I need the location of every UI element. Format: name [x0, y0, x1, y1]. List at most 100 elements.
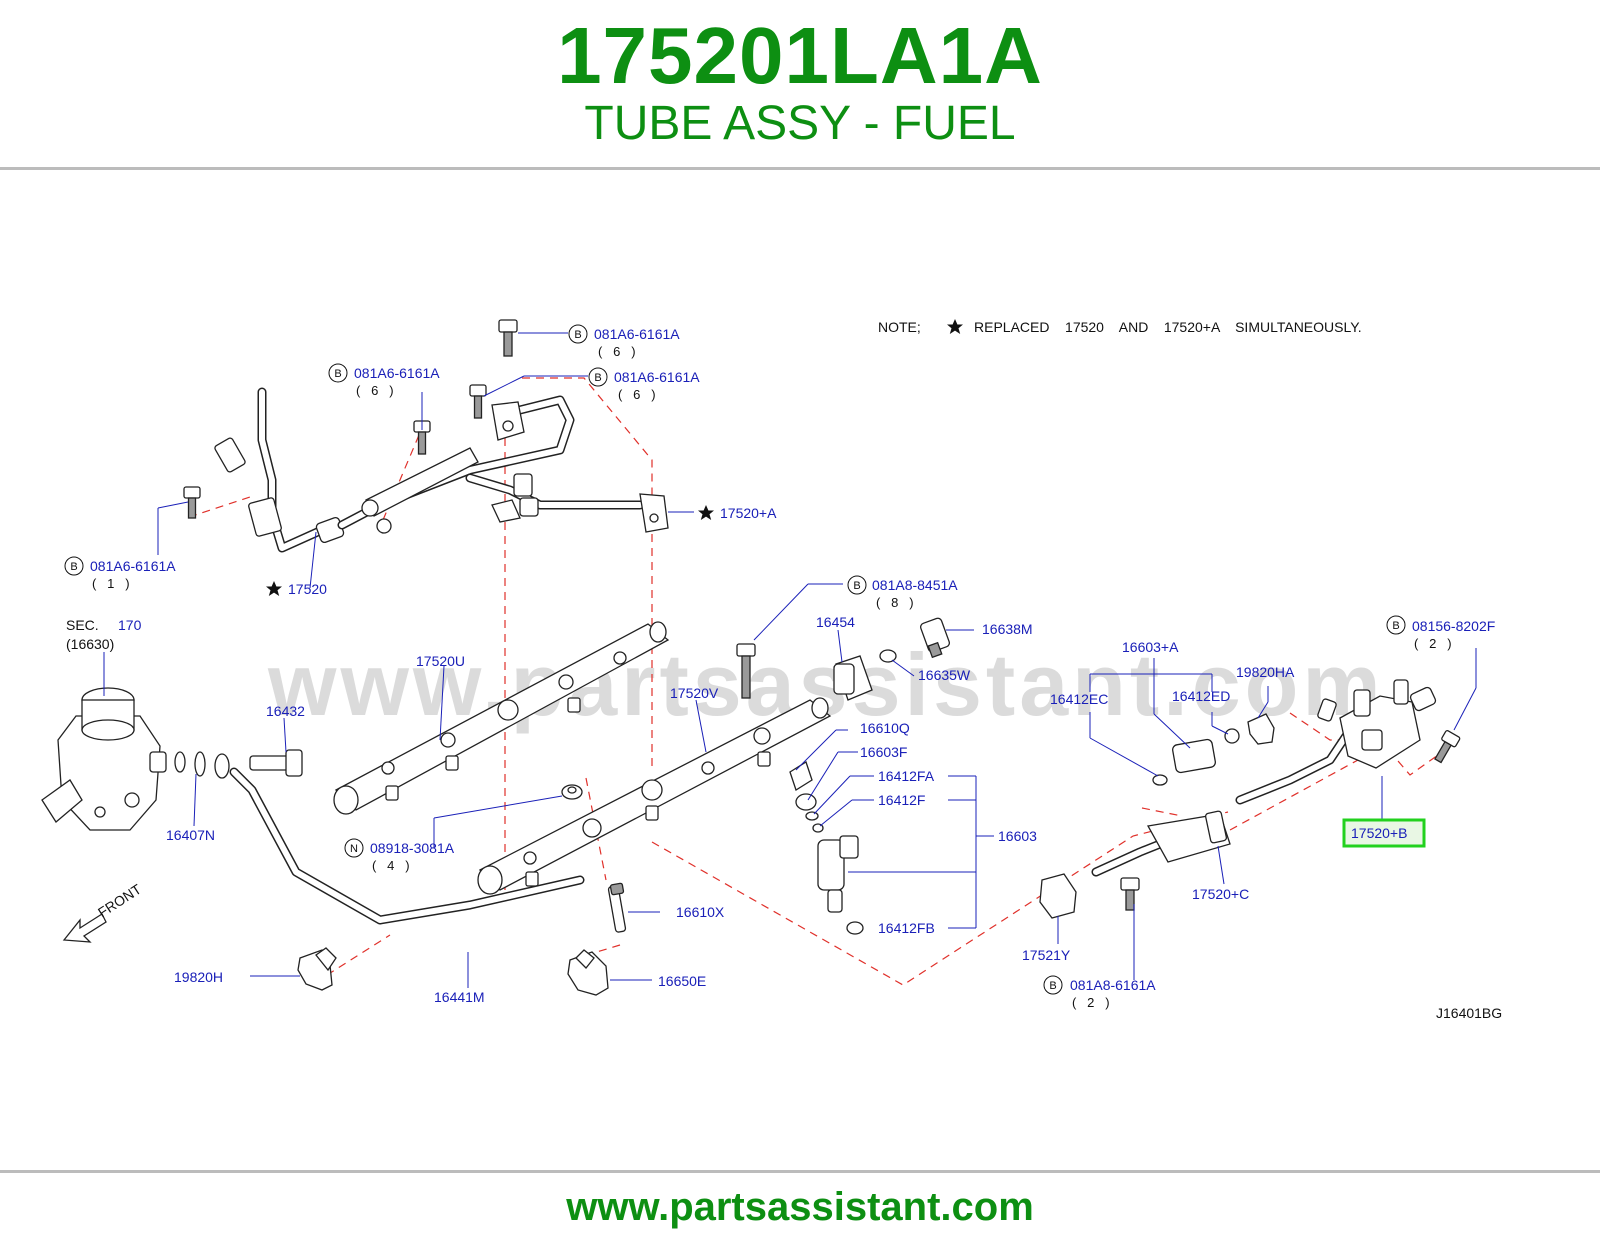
feed-tube-16441M[interactable] [229, 767, 585, 925]
part-label-081A6-left[interactable]: 081A6-6161A [354, 365, 440, 381]
bolt-icon-group-upper [183, 319, 518, 519]
front-arrow-icon: FRONT [62, 881, 145, 943]
front-label: FRONT [95, 881, 145, 921]
part-label-16412EC[interactable]: 16412EC [1050, 691, 1108, 707]
svg-text:B: B [1392, 620, 1399, 632]
part-label-17520C[interactable]: 17520+C [1192, 886, 1249, 902]
fuel-rail-17520V[interactable] [477, 697, 832, 895]
watermark-text: www.partsassistant.com [267, 635, 1385, 734]
bolt-icon [1434, 730, 1461, 764]
svg-text:B: B [594, 372, 601, 384]
part-label-081A8-6161A[interactable]: 081A8-6161A [1070, 977, 1156, 993]
part-label-17520B[interactable]: 17520+B [1351, 825, 1407, 841]
header-divider [0, 167, 1600, 170]
part-name-subtitle: TUBE ASSY - FUEL [584, 97, 1016, 150]
bolt-icon [498, 319, 518, 357]
upper-fuel-tube-17520[interactable] [214, 387, 669, 553]
bolt-icon [1120, 877, 1140, 911]
clip-16650E[interactable] [567, 949, 609, 996]
part-label-16603A[interactable]: 16603+A [1122, 639, 1179, 655]
part-label-17520V[interactable]: 17520V [670, 685, 719, 701]
part-number-title: 175201LA1A [557, 11, 1043, 100]
part-label-16610Q[interactable]: 16610Q [860, 720, 910, 736]
part-label-16610X[interactable]: 16610X [676, 904, 725, 920]
note-text: REPLACED 17520 AND 17520+A SIMULTANEOUSL… [974, 319, 1362, 335]
injector-16412EC-ED[interactable] [1152, 728, 1240, 786]
bolt-badge-icon: B [847, 575, 867, 595]
sensor-16610X[interactable] [607, 882, 627, 933]
nut-badge-icon: N [344, 838, 364, 858]
part-label-16412F[interactable]: 16412F [878, 792, 925, 808]
bolt-badge-icon: B [1386, 615, 1406, 635]
part-label-16635W[interactable]: 16635W [918, 667, 971, 683]
part-label-16603[interactable]: 16603 [998, 828, 1037, 844]
qty-label: ( 2 ) [1414, 636, 1452, 651]
sec-label: SEC. [66, 617, 99, 633]
bracket-16454[interactable] [833, 655, 873, 701]
badge-icons: B B B B B B B N [64, 324, 1406, 995]
pump-fittings [174, 749, 303, 779]
bolt-badge-icon: B [328, 363, 348, 383]
star-icon [266, 581, 282, 596]
sec-number-link[interactable]: 170 [118, 617, 142, 633]
o-ring-16635W [879, 649, 897, 663]
part-label-16412FA[interactable]: 16412FA [878, 768, 935, 784]
part-label-17521Y[interactable]: 17521Y [1022, 947, 1071, 963]
part-label-17520U[interactable]: 17520U [416, 653, 465, 669]
svg-text:B: B [334, 368, 341, 380]
tube-17520C[interactable] [1091, 810, 1231, 877]
diagram-code: J16401BG [1436, 1005, 1502, 1021]
part-label-16432[interactable]: 16432 [266, 703, 305, 719]
qty-label: ( 2 ) [1072, 995, 1110, 1010]
injector-assembly-16603[interactable] [789, 761, 864, 935]
part-label-16407N[interactable]: 16407N [166, 827, 215, 843]
part-label-08918-3081A[interactable]: 08918-3081A [370, 840, 455, 856]
star-icon [698, 505, 714, 520]
part-label-17520A[interactable]: 17520+A [720, 505, 777, 521]
svg-text:N: N [350, 843, 358, 855]
qty-label: ( 6 ) [598, 344, 636, 359]
qty-label: ( 4 ) [372, 858, 410, 873]
qty-label: ( 6 ) [618, 387, 656, 402]
bolt-badge-icon: B [568, 324, 588, 344]
svg-text:B: B [574, 329, 581, 341]
part-label-081A6-top[interactable]: 081A6-6161A [594, 326, 680, 342]
part-label-16412FB[interactable]: 16412FB [878, 920, 935, 936]
star-icon [947, 319, 963, 334]
svg-text:B: B [70, 561, 77, 573]
leader-lines [103, 332, 1477, 988]
qty-label: ( 6 ) [356, 383, 394, 398]
sec-sub-label: (16630) [66, 636, 114, 652]
high-pressure-fuel-pump[interactable] [41, 687, 167, 831]
clip-19820HA[interactable] [1247, 713, 1275, 745]
part-label-16603F[interactable]: 16603F [860, 744, 907, 760]
part-label-081A6-mid[interactable]: 081A6-6161A [614, 369, 700, 385]
part-label-16412ED[interactable]: 16412ED [1172, 688, 1230, 704]
footer-site-link[interactable]: www.partsassistant.com [566, 1185, 1034, 1229]
part-label-16454[interactable]: 16454 [816, 614, 855, 630]
bolt-badge-icon: B [1043, 975, 1063, 995]
bolt-badge-icon: B [64, 556, 84, 576]
part-label-16638M[interactable]: 16638M [982, 621, 1033, 637]
part-label-081A6-low[interactable]: 081A6-6161A [90, 558, 176, 574]
bracket-17521Y[interactable] [1039, 873, 1077, 919]
part-label-081A8-8451A[interactable]: 081A8-8451A [872, 577, 958, 593]
clip-19820H[interactable] [297, 947, 337, 991]
part-label-19820H[interactable]: 19820H [174, 969, 223, 985]
part-label-17520[interactable]: 17520 [288, 581, 327, 597]
bolt-badge-icon: B [588, 367, 608, 387]
bolt-icon [469, 384, 487, 419]
part-label-16441M[interactable]: 16441M [434, 989, 485, 1005]
part-label-19820HA[interactable]: 19820HA [1236, 664, 1295, 680]
tube-17520B[interactable] [1235, 679, 1437, 805]
footer-divider [0, 1170, 1600, 1173]
pressure-sensor-16638M[interactable] [920, 617, 951, 659]
qty-label: ( 1 ) [92, 576, 130, 591]
bolt-icon [736, 643, 756, 699]
highlighted-part-17520B[interactable]: 17520+B [1342, 818, 1426, 848]
part-label-08156-8202F[interactable]: 08156-8202F [1412, 618, 1495, 634]
fuel-rail-17520U[interactable] [333, 621, 670, 815]
part-label-16650E[interactable]: 16650E [658, 973, 706, 989]
qty-label: ( 8 ) [876, 595, 914, 610]
